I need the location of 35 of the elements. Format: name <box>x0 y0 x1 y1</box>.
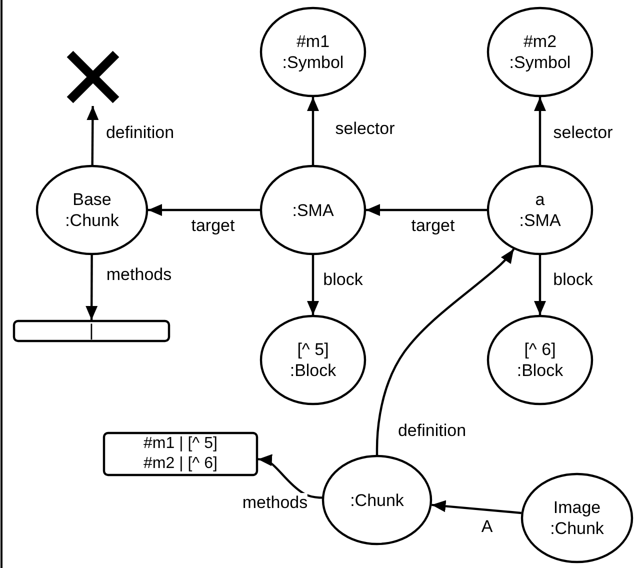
cross-icon <box>64 48 122 106</box>
ellipse-node <box>487 7 593 97</box>
node-label: [^ 6] :Block <box>516 339 564 381</box>
ellipse-node <box>322 455 432 545</box>
arrow <box>534 255 546 315</box>
ellipse-node <box>260 315 366 405</box>
ellipse-node <box>521 473 633 563</box>
ellipse-node <box>260 165 366 255</box>
node-label: Base :Chunk <box>64 189 120 231</box>
node-label: [^ 5] :Block <box>288 339 338 381</box>
arrow <box>376 248 515 455</box>
arrow <box>366 204 487 216</box>
node-label: #m1 :Symbol <box>281 31 345 73</box>
arrow <box>86 255 98 320</box>
arrow <box>307 97 319 165</box>
node-label: | <box>89 321 94 341</box>
node-label: :Chunk <box>350 490 404 510</box>
arrow <box>432 500 522 514</box>
node-label: #m2 | [^ 6] <box>144 454 218 474</box>
node-label: #m2 :Symbol <box>508 31 572 73</box>
arrow <box>307 255 319 315</box>
node-label: Image :Chunk <box>549 497 605 539</box>
ellipse-node <box>260 7 366 97</box>
ellipse-node <box>487 165 593 255</box>
arrow <box>148 204 260 216</box>
ellipse-node <box>36 165 148 255</box>
arrow <box>258 454 322 499</box>
table-box <box>13 320 170 342</box>
table-box <box>103 432 258 476</box>
arrow <box>534 97 546 165</box>
node-label: :SMA <box>292 200 334 220</box>
node-label: a :SMA <box>518 189 562 231</box>
arrow <box>86 106 99 165</box>
node-label: #m1 | [^ 5] <box>144 434 218 454</box>
ellipse-node <box>487 315 593 405</box>
